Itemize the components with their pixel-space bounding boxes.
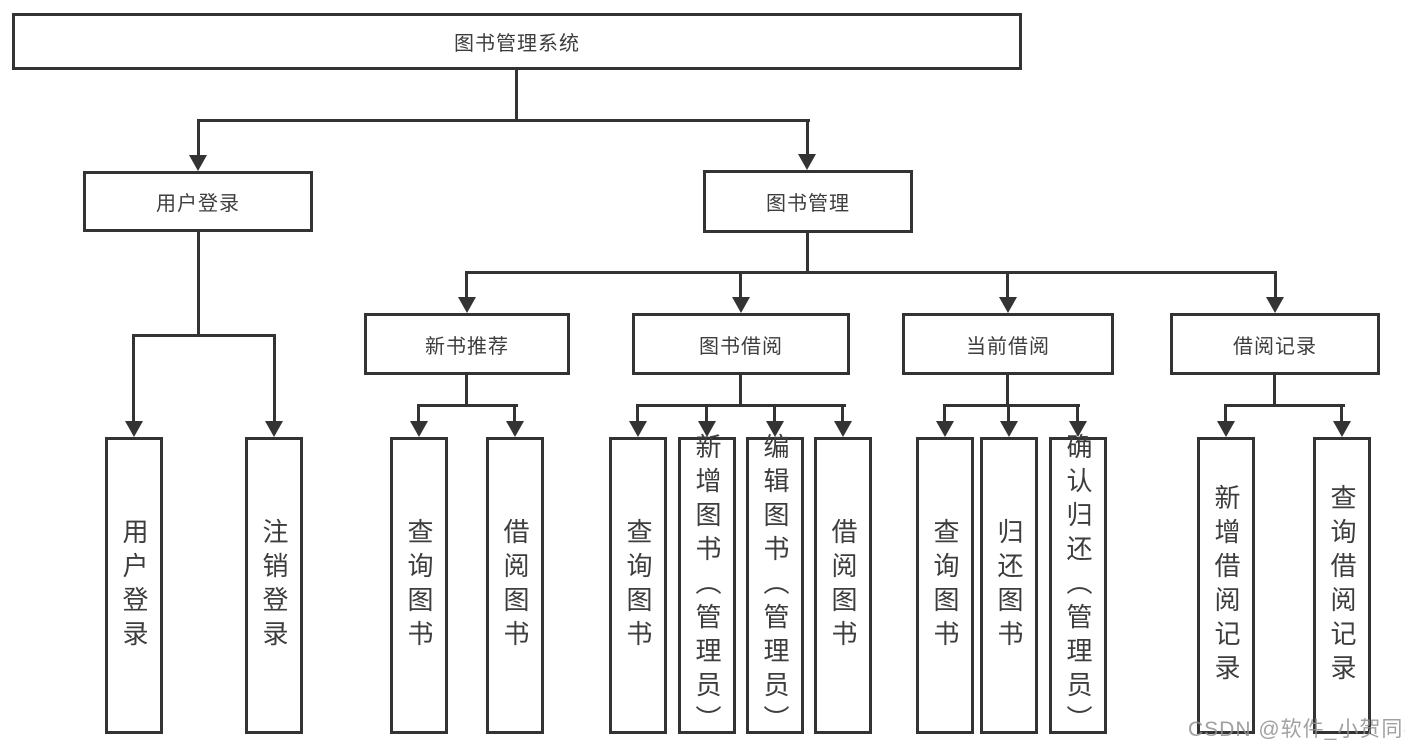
arrow-down-icon <box>458 297 476 313</box>
node-new-book-recommend-label: 新书推荐 <box>425 335 509 358</box>
arrow-down-icon <box>1069 421 1087 437</box>
v-line <box>739 271 742 299</box>
v-line <box>705 404 708 423</box>
node-current-borrow-label: 当前借阅 <box>966 335 1050 358</box>
arrow-down-icon <box>506 421 524 437</box>
arrow-down-icon <box>189 155 207 171</box>
v-line <box>841 404 844 423</box>
leaf-query-borrow-record: 查询借阅记录 <box>1313 437 1371 734</box>
arrow-down-icon <box>1266 297 1284 313</box>
arrow-down-icon <box>125 421 143 437</box>
node-book-borrow-label: 图书借阅 <box>699 335 783 358</box>
v-line <box>1006 375 1009 406</box>
leaf-query-books-recommend-label: 查询图书 <box>404 517 434 654</box>
leaf-confirm-return-admin-label: 确认归还（管理员） <box>1063 432 1093 739</box>
v-line <box>1340 404 1343 423</box>
v-line <box>515 70 518 121</box>
leaf-query-books-borrow-label: 查询图书 <box>623 517 653 654</box>
h-line <box>417 404 518 407</box>
v-line <box>1274 271 1277 299</box>
h-line <box>636 404 846 407</box>
node-book-management-label: 图书管理 <box>766 193 850 215</box>
v-line <box>1224 404 1227 423</box>
leaf-query-books-current-label: 查询图书 <box>930 517 960 654</box>
v-line <box>197 232 200 336</box>
arrow-down-icon <box>834 421 852 437</box>
arrow-down-icon <box>698 421 716 437</box>
leaf-logout: 注销登录 <box>245 437 303 734</box>
v-line <box>739 375 742 406</box>
node-borrow-records: 借阅记录 <box>1170 313 1380 375</box>
leaf-edit-books-admin-label: 编辑图书（管理员） <box>760 432 790 739</box>
arrow-down-icon <box>936 421 954 437</box>
v-line <box>806 233 809 274</box>
v-line <box>197 119 200 157</box>
leaf-logout-label: 注销登录 <box>259 517 289 654</box>
leaf-edit-books-admin: 编辑图书（管理员） <box>746 433 804 739</box>
leaf-return-books-label: 归还图书 <box>994 517 1024 654</box>
leaf-user-login: 用户登录 <box>105 437 163 734</box>
leaf-query-books-recommend: 查询图书 <box>390 437 448 734</box>
leaf-query-books-borrow: 查询图书 <box>609 437 667 734</box>
v-line <box>417 404 420 423</box>
v-line <box>465 375 468 406</box>
leaf-user-login-label: 用户登录 <box>119 517 149 654</box>
arrow-down-icon <box>265 421 283 437</box>
arrow-down-icon <box>766 421 784 437</box>
arrow-down-icon <box>732 297 750 313</box>
leaf-return-books: 归还图书 <box>980 437 1038 734</box>
leaf-add-borrow-record-label: 新增借阅记录 <box>1211 483 1241 688</box>
v-line <box>773 404 776 423</box>
node-book-borrow: 图书借阅 <box>632 313 850 375</box>
arrow-down-icon <box>1000 421 1018 437</box>
leaf-borrow-books-label: 借阅图书 <box>828 517 858 654</box>
v-line <box>1006 271 1009 299</box>
arrow-down-icon <box>629 421 647 437</box>
leaf-add-borrow-record: 新增借阅记录 <box>1197 437 1255 734</box>
leaf-borrow-books-recommend-label: 借阅图书 <box>500 517 530 654</box>
node-user-login: 用户登录 <box>83 171 313 232</box>
leaf-add-books-admin: 新增图书（管理员） <box>678 433 736 739</box>
node-root: 图书管理系统 <box>12 13 1022 70</box>
h-line <box>132 334 276 337</box>
leaf-query-books-current: 查询图书 <box>916 437 974 734</box>
h-line <box>943 404 1080 407</box>
leaf-borrow-books: 借阅图书 <box>814 437 872 734</box>
arrow-down-icon <box>798 154 816 170</box>
node-user-login-label: 用户登录 <box>156 193 240 215</box>
node-new-book-recommend: 新书推荐 <box>364 313 570 375</box>
v-line <box>465 271 468 299</box>
h-line <box>197 119 810 122</box>
h-line <box>1224 404 1345 407</box>
v-line <box>132 334 135 423</box>
arrow-down-icon <box>999 297 1017 313</box>
node-borrow-records-label: 借阅记录 <box>1233 335 1317 358</box>
h-line <box>465 271 1277 274</box>
arrow-down-icon <box>410 421 428 437</box>
arrow-down-icon <box>1217 421 1235 437</box>
node-current-borrow: 当前借阅 <box>902 313 1114 375</box>
node-book-management: 图书管理 <box>703 170 913 233</box>
leaf-add-books-admin-label: 新增图书（管理员） <box>692 432 722 739</box>
leaf-borrow-books-recommend: 借阅图书 <box>486 437 544 734</box>
v-line <box>1076 404 1079 423</box>
arrow-down-icon <box>1333 421 1351 437</box>
node-root-label: 图书管理系统 <box>454 33 580 55</box>
v-line <box>1007 404 1010 423</box>
v-line <box>273 334 276 423</box>
v-line <box>1273 375 1276 406</box>
leaf-confirm-return-admin: 确认归还（管理员） <box>1049 433 1107 739</box>
v-line <box>943 404 946 423</box>
watermark: CSDN @软件_小贺同学 <box>1188 718 1405 741</box>
v-line <box>806 119 809 156</box>
v-line <box>636 404 639 423</box>
v-line <box>513 404 516 423</box>
leaf-query-borrow-record-label: 查询借阅记录 <box>1327 483 1357 688</box>
